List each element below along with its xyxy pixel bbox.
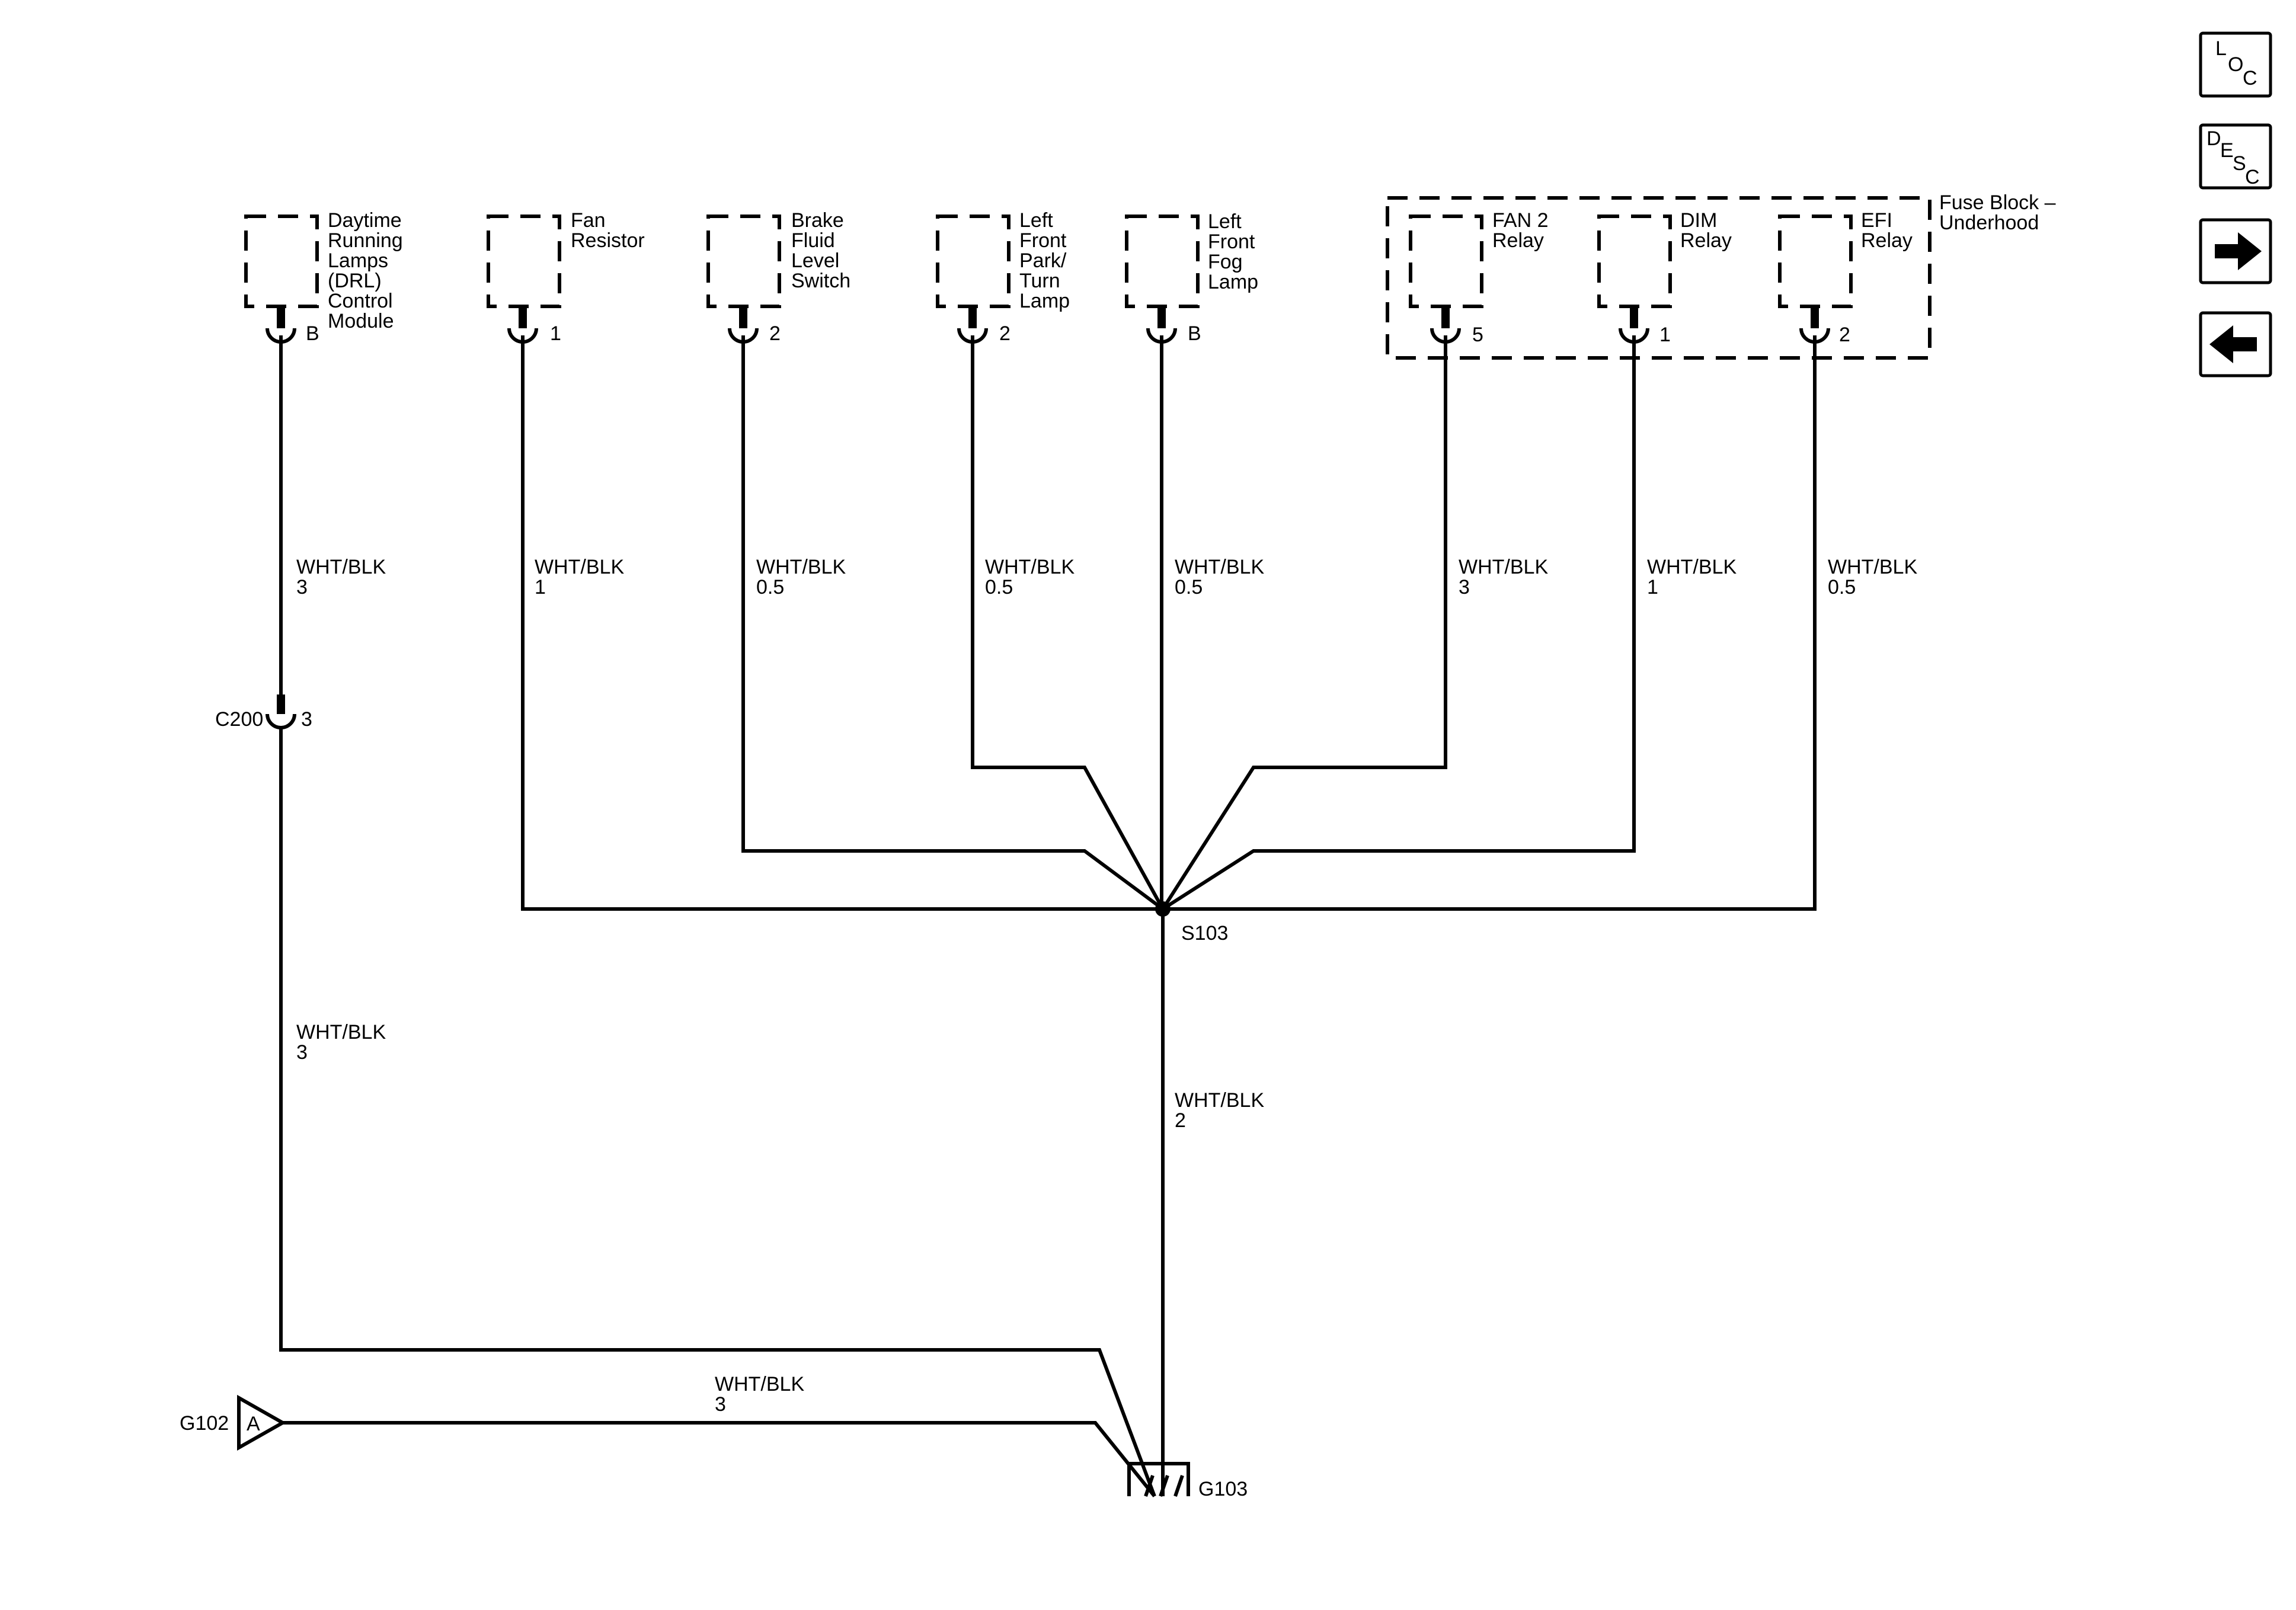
wire-c200-to-g103: WHT/BLK 3 [279, 728, 1156, 1497]
arrow-left-icon [2209, 325, 2257, 363]
wire-label: WHT/BLK 3 [1459, 556, 1554, 598]
wire-fan-resistor: WHT/BLK 1 [521, 335, 1163, 911]
component-label: Left Front Fog Lamp [1208, 210, 1261, 293]
wire-label: WHT/BLK 1 [535, 556, 630, 598]
component-label: Fan Resistor [571, 209, 645, 252]
ground-g102: A G102 [180, 1394, 287, 1451]
ground-name: G103 [1198, 1478, 1248, 1500]
wire-label: WHT/BLK 0.5 [985, 556, 1080, 598]
component-efi-relay: 2 EFI Relay [1778, 209, 1913, 346]
component-brake-fluid-level-switch: 2 Brake Fluid Level Switch [706, 209, 850, 345]
fuse-block-underhood: Fuse Block – Underhood [1386, 191, 2061, 360]
wire-fog-lamp: WHT/BLK 0.5 [1160, 335, 1270, 909]
svg-text:L: L [2215, 37, 2227, 60]
wire-brake-fluid: WHT/BLK 0.5 [741, 335, 1164, 911]
wire-label: WHT/BLK 0.5 [1828, 556, 1923, 598]
previous-page-button[interactable] [2199, 311, 2272, 377]
pin-label: 1 [1659, 324, 1671, 346]
component-drl-control-module: B Daytime Running Lamps (DRL) Control Mo… [244, 209, 408, 345]
wire-g102-to-g103: WHT/BLK 3 [283, 1373, 1156, 1497]
component-dim-relay: 1 DIM Relay [1597, 209, 1732, 346]
pin-label: 2 [769, 322, 781, 345]
connector-pin: 3 [301, 708, 312, 731]
wire-label: WHT/BLK 3 [296, 556, 392, 598]
wire-dim-relay: WHT/BLK 1 [1162, 335, 1742, 911]
pin-label: 2 [999, 322, 1011, 345]
component-label: Left Front Park/ Turn Lamp [1019, 209, 1072, 312]
wire-label: WHT/BLK 3 [715, 1373, 810, 1416]
wire-label: WHT/BLK 3 [296, 1021, 392, 1064]
wire-label: WHT/BLK 0.5 [756, 556, 852, 598]
svg-text:S: S [2233, 152, 2246, 175]
ground-name: G102 [180, 1412, 229, 1435]
component-label: DIM Relay [1680, 209, 1732, 252]
svg-text:D: D [2207, 127, 2221, 150]
component-left-front-fog-lamp: B Left Front Fog Lamp [1125, 210, 1261, 345]
svg-text:C: C [2245, 166, 2260, 188]
next-page-button[interactable] [2199, 218, 2272, 284]
component-left-front-park-turn-lamp: 2 Left Front Park/ Turn Lamp [936, 209, 1072, 345]
component-label: Brake Fluid Level Switch [791, 209, 850, 292]
ground-g103-symbol: G103 [1127, 1462, 1248, 1500]
splice-name: S103 [1181, 922, 1228, 945]
wire-park-turn: WHT/BLK 0.5 [971, 335, 1165, 910]
connector-c200: C200 3 [215, 694, 312, 731]
wire-label: WHT/BLK 2 [1175, 1089, 1270, 1132]
arrow-right-icon [2215, 232, 2262, 270]
svg-text:C: C [2243, 67, 2257, 89]
connector-name: C200 [215, 708, 263, 731]
ground-terminal: A [247, 1413, 260, 1435]
desc-button[interactable]: D E S C [2199, 123, 2272, 190]
pin-label: 2 [1839, 324, 1850, 346]
pin-label: B [1188, 322, 1201, 345]
loc-button[interactable]: L O C [2199, 31, 2272, 98]
wire-fan2-relay: WHT/BLK 3 [1161, 335, 1554, 910]
wire-label: WHT/BLK 1 [1647, 556, 1742, 598]
pin-label: 1 [550, 322, 561, 345]
svg-text:O: O [2228, 53, 2243, 76]
fuse-block-label: Fuse Block – Underhood [1939, 191, 2061, 234]
splice-s103: S103 [1155, 901, 1228, 945]
component-label: Daytime Running Lamps (DRL) Control Modu… [328, 209, 408, 332]
wire-efi-relay: WHT/BLK 0.5 [1163, 335, 1923, 911]
component-label: FAN 2 Relay [1492, 209, 1554, 252]
pin-label: B [306, 322, 319, 345]
component-label: EFI Relay [1861, 209, 1913, 252]
component-fan-resistor: 1 Fan Resistor [487, 209, 645, 345]
wire-drl-to-c200: WHT/BLK 3 [279, 335, 392, 694]
pin-label: 5 [1472, 324, 1483, 346]
wire-s103-to-g103: WHT/BLK 2 [1161, 909, 1270, 1496]
svg-text:E: E [2220, 139, 2234, 162]
wire-label: WHT/BLK 0.5 [1175, 556, 1270, 598]
component-fan2-relay: 5 FAN 2 Relay [1409, 209, 1554, 346]
